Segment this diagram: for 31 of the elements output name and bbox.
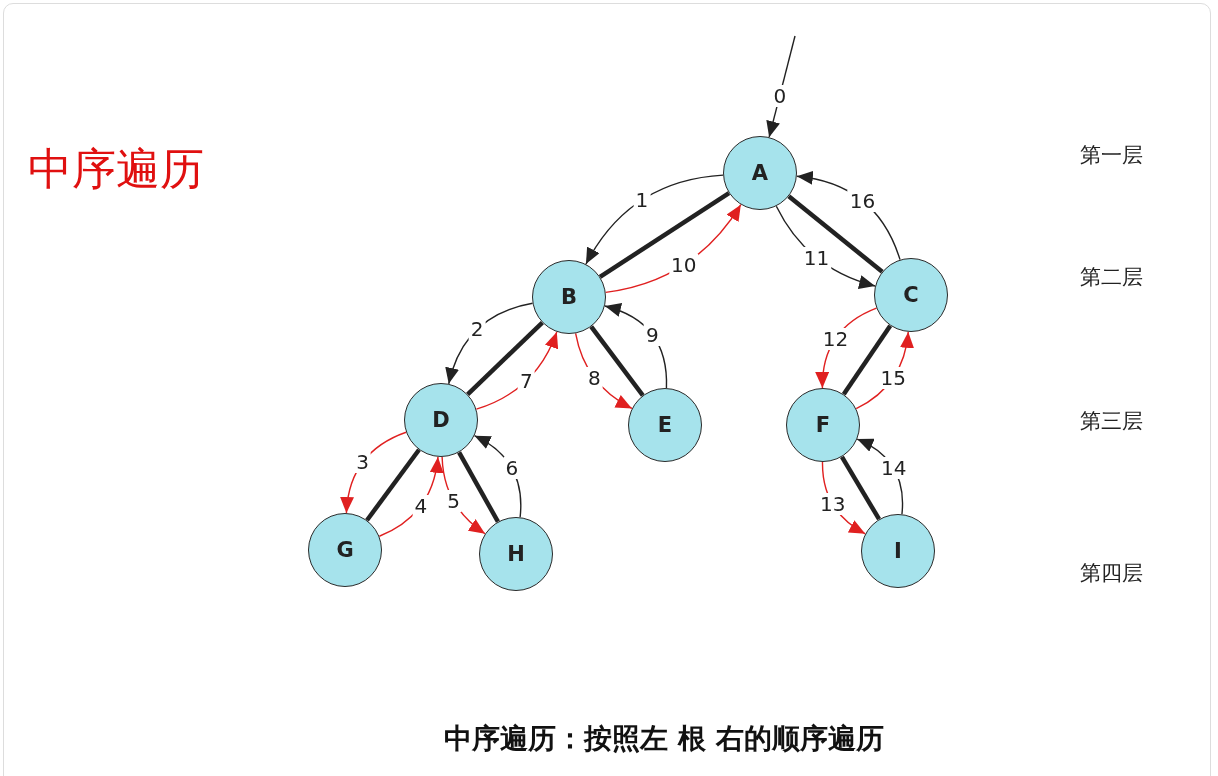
edge-label: 3	[354, 451, 371, 474]
edge-label: 6	[503, 457, 521, 480]
level-label: 第三层	[1080, 408, 1143, 435]
arrow	[378, 456, 443, 537]
arrow	[604, 303, 668, 389]
level-label: 第四层	[1080, 560, 1143, 587]
edge-label: 5	[445, 489, 462, 512]
edge-label: 16	[847, 189, 878, 212]
arrow	[473, 435, 522, 518]
arrow	[574, 332, 633, 410]
connector-line	[466, 321, 544, 396]
caption: 中序遍历：按照左 根 右的顺序遍历	[443, 721, 885, 757]
title: 中序遍历	[28, 142, 204, 196]
edge-label: 4	[412, 494, 430, 517]
connector-line	[840, 455, 881, 521]
edge-label: 11	[801, 246, 832, 269]
level-label: 第一层	[1080, 142, 1143, 169]
connector-line	[457, 451, 500, 523]
edge-label: 10	[669, 253, 699, 276]
arrow	[475, 331, 558, 410]
connector-line	[589, 325, 645, 397]
connector-line	[598, 191, 731, 279]
arrow	[585, 174, 724, 265]
arrow	[766, 35, 796, 138]
connector-line	[787, 194, 884, 274]
edge-label: 9	[643, 323, 661, 346]
edge-label: 8	[586, 366, 603, 389]
edge-label: 7	[518, 369, 535, 392]
connector-line	[365, 448, 421, 522]
connector-line	[841, 324, 893, 396]
level-label: 第二层	[1080, 264, 1143, 291]
